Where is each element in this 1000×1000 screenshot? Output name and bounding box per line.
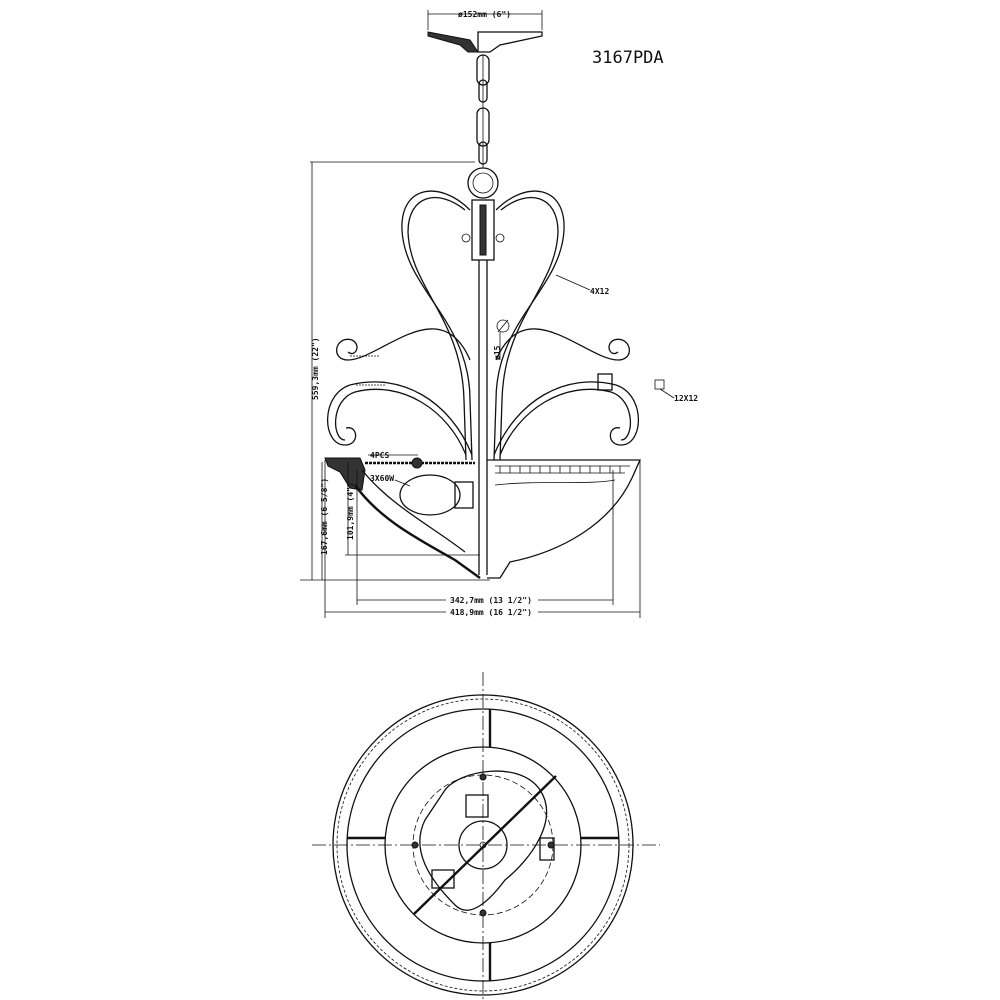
arm-bracket	[597, 373, 613, 391]
stem-collar	[471, 199, 495, 261]
canopy	[477, 31, 543, 53]
diameter-symbol-icon	[496, 319, 510, 333]
overall-width-label: 418,9mm (16 1/2")	[450, 608, 532, 617]
bulbs-label: 3X60W	[370, 474, 394, 483]
socket	[454, 481, 474, 509]
scroll-arms	[327, 190, 639, 461]
glass-bowl	[324, 457, 642, 579]
bowl-height-label: 167,6mm (6 5/8")	[320, 478, 329, 555]
square-section-label: 12X12	[674, 394, 698, 403]
chain	[476, 54, 490, 168]
clips-label: 4PCS	[370, 451, 389, 460]
hanging-ring	[467, 167, 499, 199]
plan-view	[312, 672, 660, 1000]
side-elevation: ø152mm (6") ø15	[300, 10, 698, 618]
overall-height-label: 559,3mm (22")	[311, 337, 320, 400]
canopy-section	[427, 31, 479, 53]
model-number: 3167PDA	[592, 48, 664, 68]
rod-diameter-label: ø15	[493, 345, 502, 360]
bulb	[399, 474, 461, 516]
square-section-icon	[654, 379, 665, 390]
clip	[411, 457, 423, 469]
arm-section-label: 4X12	[590, 287, 609, 296]
glass-height-label: 101,9mm (4")	[346, 482, 355, 540]
canopy-diameter-label: ø152mm (6")	[458, 10, 511, 19]
glass-width-label: 342,7mm (13 1/2")	[450, 596, 532, 605]
